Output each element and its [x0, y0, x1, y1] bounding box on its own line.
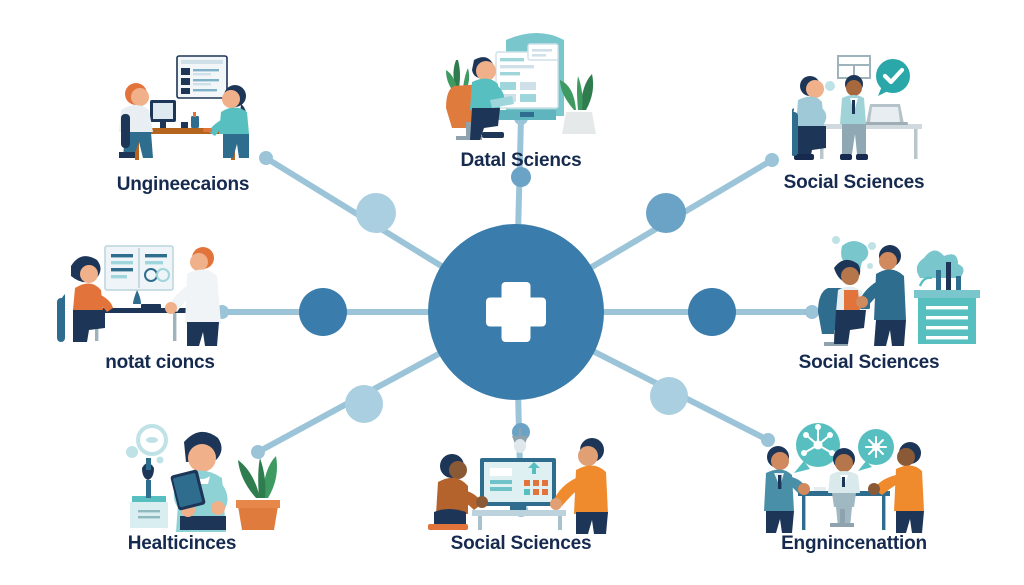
spoke-endpoint-dot [251, 445, 265, 459]
spoke-endpoint-dot [761, 433, 775, 447]
spoke-endpoint-dot [765, 153, 779, 167]
connector-node-right[interactable] [688, 288, 736, 336]
panel-label-healticinces: Healticinces [127, 533, 237, 554]
panel-label-social-sciences-top-right: Social Sciences [783, 172, 925, 193]
illustration-two-people-laptop-checkmark-bubble-icon [792, 55, 922, 160]
connector-node-bottom-left[interactable] [345, 385, 383, 423]
spoke-endpoint-dot [259, 151, 273, 165]
panel-label-datal-sciencs: Datal Sciencs [460, 150, 582, 171]
panel-label-engnincenattion: Engnincenattion [781, 533, 927, 554]
illustration-two-people-chat-bubbles-chart-cabinet-icon [818, 236, 980, 346]
connector-node-top-right[interactable] [646, 193, 686, 233]
connector-node-top-center[interactable] [511, 167, 531, 187]
panel-label-social-sciences-middle-right: Social Sciences [798, 352, 940, 373]
illustration-two-people-desk-monitor-board-icon [119, 55, 249, 160]
spoke-endpoint-dot [805, 305, 819, 319]
illustration-two-people-desktop-presentation-lamp-icon [428, 428, 608, 534]
connector-node-top-left[interactable] [356, 193, 396, 233]
panel-label-notat-cioncs: notat cioncs [105, 352, 215, 373]
connector-node-left[interactable] [299, 288, 347, 336]
illustration-person-tablet-microscope-plant-icon [126, 424, 280, 532]
illustration-person-laptop-plants-dashboard-icon [446, 33, 596, 140]
illustration-three-people-meeting-idea-bubbles-icon [764, 423, 924, 533]
center-hub[interactable] [428, 224, 604, 400]
connector-nodes [299, 167, 736, 441]
connector-node-bottom-right[interactable] [650, 377, 688, 415]
panel-label-social-sciences-bottom-center: Social Sciences [450, 533, 592, 554]
panel-label-ungineecaions: Ungineecaions [116, 174, 250, 195]
plus-icon [486, 282, 546, 342]
illustration-person-desk-open-book-screen-doctor-icon [57, 245, 221, 346]
